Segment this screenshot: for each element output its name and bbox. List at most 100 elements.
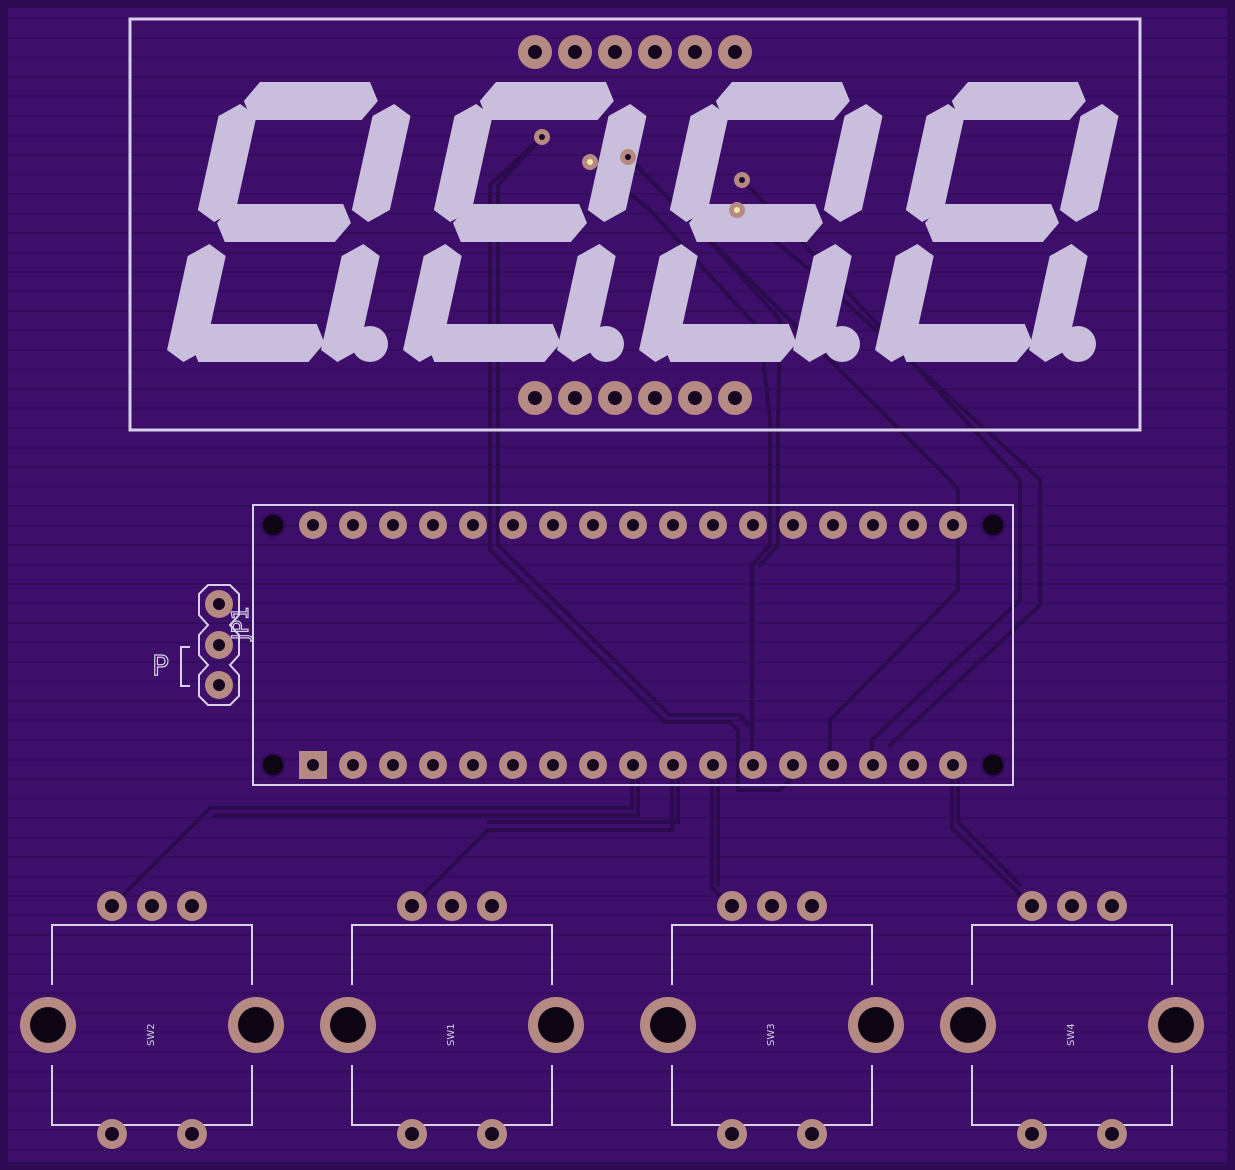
switch-pin-hole bbox=[105, 1127, 119, 1141]
header-pin-hole bbox=[667, 519, 679, 531]
segment bbox=[639, 244, 698, 362]
switch-pin-hole bbox=[405, 1127, 419, 1141]
mount-hole-core bbox=[263, 515, 283, 535]
jumper-pad-hole bbox=[213, 679, 225, 691]
switch-mount-hole bbox=[238, 1007, 274, 1043]
switch-mount-hole bbox=[858, 1007, 894, 1043]
switch-pin-hole bbox=[1025, 899, 1039, 913]
switch-pin-hole bbox=[485, 1127, 499, 1141]
header-outline bbox=[252, 504, 1014, 786]
display-pin-hole bbox=[688, 391, 702, 405]
switch-outline bbox=[51, 924, 253, 985]
switch-mount-hole bbox=[650, 1007, 686, 1043]
trace-7 bbox=[735, 208, 1042, 747]
segment bbox=[875, 244, 934, 362]
header-pin-hole bbox=[627, 519, 639, 531]
header-pin-hole bbox=[707, 519, 719, 531]
segment bbox=[216, 204, 351, 242]
segment bbox=[403, 244, 462, 362]
segment bbox=[479, 82, 614, 120]
header-pin-hole bbox=[827, 759, 839, 771]
jumper-marker: P bbox=[152, 649, 169, 682]
header-pin-hole bbox=[627, 759, 639, 771]
digit bbox=[875, 82, 1119, 362]
switch-mount-hole bbox=[1158, 1007, 1194, 1043]
decimal-point bbox=[352, 326, 388, 362]
switch-pin-hole bbox=[725, 1127, 739, 1141]
jumper-pad-hole bbox=[213, 598, 225, 610]
switch-pin-hole bbox=[405, 899, 419, 913]
trace-3 bbox=[588, 160, 772, 767]
vias bbox=[534, 129, 750, 218]
digit bbox=[403, 82, 647, 362]
display-pin-hole bbox=[688, 45, 702, 59]
switch-ref: SW3 bbox=[766, 1023, 777, 1046]
header-pin-hole bbox=[667, 759, 679, 771]
display-pins bbox=[518, 35, 752, 415]
header-pin-hole bbox=[867, 519, 879, 531]
switch-pin-hole bbox=[805, 1127, 819, 1141]
header-pin-hole bbox=[907, 519, 919, 531]
switch-pin-hole bbox=[1105, 899, 1119, 913]
switch-pin-hole bbox=[185, 899, 199, 913]
jumper-jp1: P JP1 bbox=[151, 584, 255, 706]
trace-1 bbox=[488, 135, 802, 792]
jumper-bracket bbox=[180, 646, 190, 687]
segment bbox=[197, 104, 257, 222]
display-outline bbox=[128, 17, 1142, 432]
header-pin-hole bbox=[307, 519, 319, 531]
display-pin-hole bbox=[528, 45, 542, 59]
mount-hole-core bbox=[263, 755, 283, 775]
jumper-ref: JP1 bbox=[229, 606, 254, 642]
switch-pin-hole bbox=[145, 899, 159, 913]
switch-outline bbox=[971, 924, 1173, 985]
display-pin-hole bbox=[648, 45, 662, 59]
decimal-point bbox=[824, 326, 860, 362]
via-hole bbox=[739, 177, 745, 183]
via-hole bbox=[539, 134, 545, 140]
header-pin-hole bbox=[387, 759, 399, 771]
switch-ref: SW1 bbox=[446, 1023, 457, 1046]
display-pin-hole bbox=[728, 45, 742, 59]
segment bbox=[688, 204, 823, 242]
trace-2 bbox=[496, 135, 750, 727]
switch-outline bbox=[351, 1065, 553, 1126]
via-hole bbox=[734, 207, 740, 213]
display-pin-hole bbox=[608, 391, 622, 405]
switch-pin-hole bbox=[805, 899, 819, 913]
digit bbox=[167, 82, 411, 362]
seven-segment-digits bbox=[167, 82, 1119, 362]
header-pin-hole bbox=[467, 759, 479, 771]
switch-outline bbox=[971, 1065, 1173, 1126]
jumper-outline bbox=[198, 584, 240, 706]
switch-pin-hole bbox=[1065, 899, 1079, 913]
switch-sw3: SW3 bbox=[640, 891, 904, 1149]
switch-outline bbox=[671, 1065, 873, 1126]
segment bbox=[905, 104, 965, 222]
segment bbox=[321, 244, 380, 362]
header-pin-hole bbox=[387, 519, 399, 531]
segment bbox=[190, 324, 325, 362]
switch-pin-hole bbox=[105, 899, 119, 913]
header-pin-hole bbox=[787, 519, 799, 531]
display-pin-hole bbox=[648, 391, 662, 405]
header-pin-hole bbox=[347, 519, 359, 531]
switch-pin-hole bbox=[1025, 1127, 1039, 1141]
trace-8 bbox=[110, 763, 634, 908]
segment bbox=[433, 104, 493, 222]
header-pin-hole bbox=[827, 519, 839, 531]
segment bbox=[167, 244, 226, 362]
switch-pin-hole bbox=[485, 899, 499, 913]
segment bbox=[1029, 244, 1088, 362]
switch-mount-hole bbox=[30, 1007, 66, 1043]
decimal-point bbox=[1060, 326, 1096, 362]
header-pin-hole bbox=[747, 759, 759, 771]
header-pin-hole bbox=[907, 759, 919, 771]
jumper-pad-hole bbox=[213, 639, 225, 651]
segment bbox=[823, 104, 883, 222]
segment bbox=[951, 82, 1086, 120]
header-pin-hole bbox=[427, 759, 439, 771]
mount-hole-core bbox=[983, 755, 1003, 775]
header-pin-hole bbox=[427, 519, 439, 531]
